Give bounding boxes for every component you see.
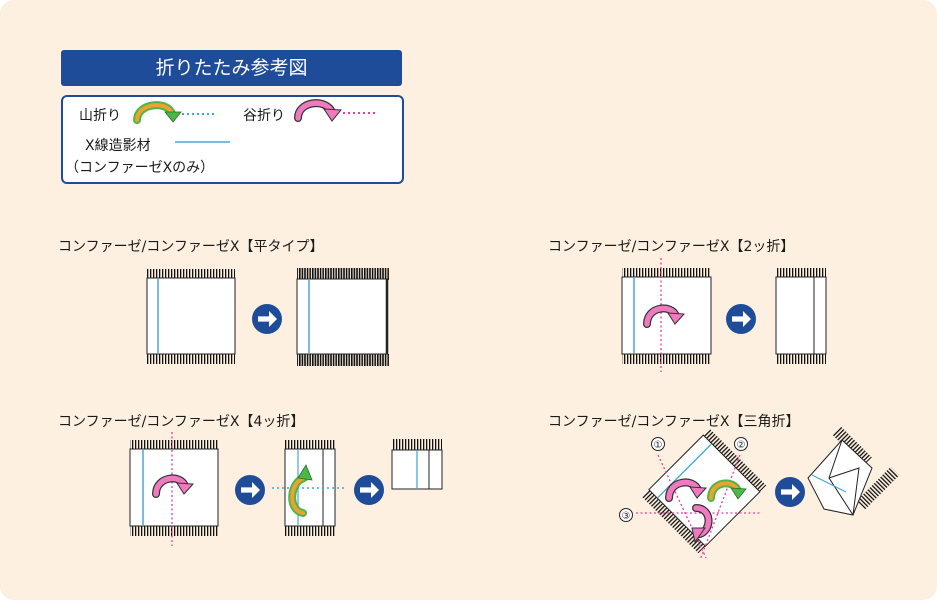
- arrow-right-icon: [235, 475, 265, 505]
- valley-fold-arrow-icon: [691, 504, 713, 544]
- legend-mountain-label: 山折り: [79, 108, 121, 124]
- valley-fold-arrow-icon: [665, 478, 708, 502]
- svg-text:③: ③: [622, 511, 631, 522]
- legend-xline-label: X線造影材: [85, 138, 151, 154]
- mountain-fold-arrow-icon: [707, 479, 747, 502]
- arrow-right-icon: [775, 477, 805, 507]
- section-title-flat: コンファーゼ/コンファーゼX【平タイプ】: [58, 239, 324, 255]
- legend-xline-note: （コンファーゼXのみ）: [65, 160, 215, 176]
- legend-box: 山折り 谷折り X線造影材 （コンファーゼXのみ）: [61, 95, 404, 184]
- two-fold-gauze-after: [775, 268, 827, 364]
- step-marker-2: ②: [734, 437, 748, 451]
- arrow-right-icon: [252, 304, 282, 334]
- tri-fold-lines: [636, 454, 762, 561]
- step-marker-1: ①: [651, 437, 665, 451]
- four-fold-gauze-before: [129, 432, 219, 546]
- valley-fold-arrow-icon: [152, 474, 195, 498]
- two-fold-gauze-before: [621, 258, 712, 372]
- section-title-tri-fold: コンファーゼ/コンファーゼX【三角折】: [548, 414, 800, 430]
- tri-fold-gauze-after: [807, 426, 900, 516]
- mountain-fold-arrow-icon: [288, 464, 313, 517]
- legend-valley-label: 谷折り: [243, 108, 285, 124]
- valley-fold-arrow-icon: [643, 304, 686, 328]
- four-fold-gauze-after: [391, 439, 443, 490]
- section-title-two-fold: コンファーゼ/コンファーゼX【2ッ折】: [548, 239, 795, 255]
- valley-fold-arrow-icon: [294, 99, 343, 122]
- mountain-fold-arrow-icon: [133, 101, 182, 124]
- svg-text:①: ①: [654, 440, 663, 451]
- arrow-right-icon: [726, 304, 756, 334]
- step-marker-3: ③: [619, 508, 633, 522]
- flat-gauze-after: [296, 268, 389, 366]
- svg-text:②: ②: [737, 440, 746, 451]
- tri-fold-gauze-before: [641, 428, 767, 554]
- flat-gauze-before: [146, 269, 236, 364]
- four-fold-gauze-middle: [272, 440, 344, 536]
- section-title-four-fold: コンファーゼ/コンファーゼX【4ッ折】: [58, 414, 305, 430]
- arrow-right-icon: [354, 475, 384, 505]
- page-title: 折りたたみ参考図: [61, 50, 402, 86]
